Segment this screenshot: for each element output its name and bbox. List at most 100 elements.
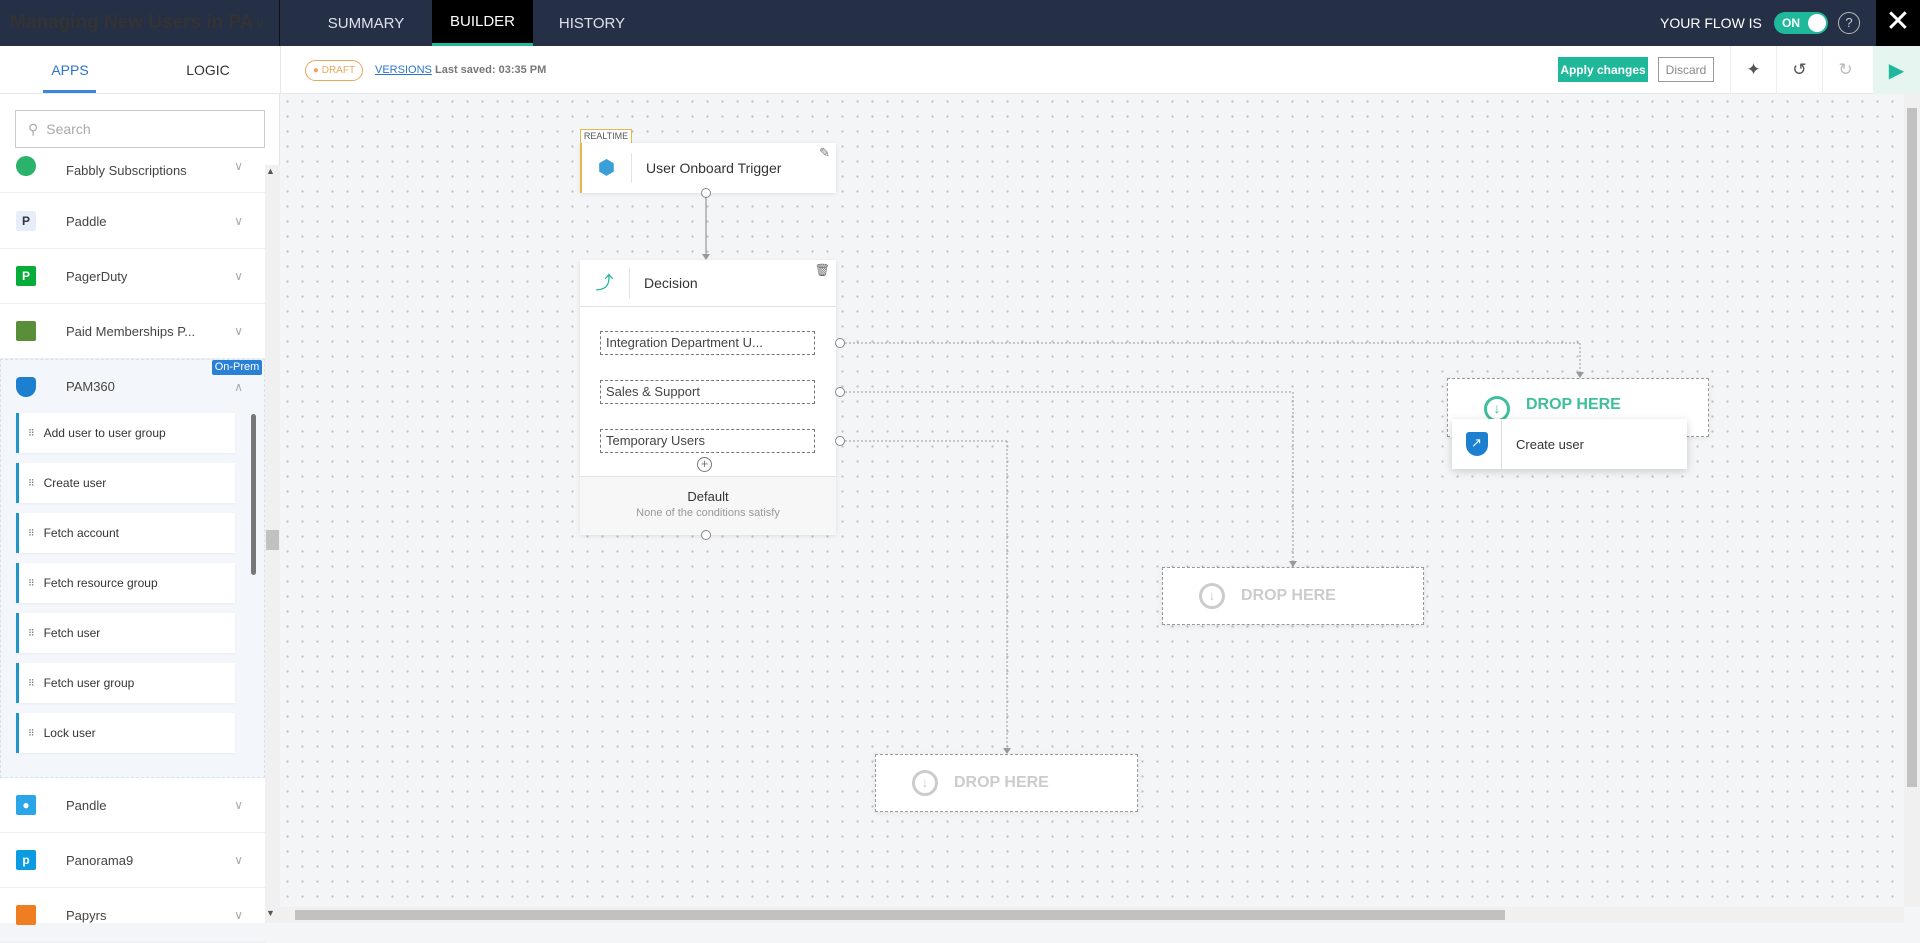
action-label: Fetch user group: [43, 676, 135, 690]
scroll-down-icon[interactable]: ▼: [266, 908, 275, 918]
dragged-action-card[interactable]: ↗ Create user: [1452, 419, 1687, 469]
default-branch: Default None of the conditions satisfy: [580, 476, 836, 535]
redo-icon[interactable]: ↻: [1822, 46, 1868, 94]
drag-handle-icon[interactable]: ⠿: [28, 527, 35, 538]
default-port[interactable]: [701, 530, 711, 540]
drag-handle-icon[interactable]: ⠿: [28, 727, 35, 738]
realtime-tag: REALTIME: [580, 129, 632, 143]
tab-summary[interactable]: SUMMARY: [327, 14, 405, 32]
delete-icon[interactable]: 🗑: [814, 263, 830, 277]
edit-icon[interactable]: ✎: [819, 145, 830, 160]
condition-item[interactable]: Integration Department U...: [600, 331, 815, 355]
dragged-action-label: Create user: [1516, 436, 1584, 452]
condition-item[interactable]: Sales & Support: [600, 380, 815, 404]
horizontal-scrollbar-thumb[interactable]: [295, 910, 1505, 920]
action-item[interactable]: ⠿ Fetch user: [16, 613, 235, 653]
flow-toggle[interactable]: ON: [1774, 12, 1828, 34]
chevron-down-icon: ∨: [234, 853, 243, 867]
tab-logic[interactable]: LOGIC: [186, 62, 230, 78]
flow-status-label: YOUR FLOW IS: [1660, 15, 1762, 31]
scroll-up-icon[interactable]: ▲: [266, 166, 275, 176]
app-item-pam360[interactable]: PAM360∧: [0, 359, 265, 414]
app-item[interactable]: Paid Memberships P...∨: [0, 304, 265, 359]
inner-scrollbar-thumb[interactable]: [251, 414, 256, 575]
action-item[interactable]: ⠿ Fetch resource group: [16, 563, 235, 603]
chevron-down-icon: ∨: [234, 798, 243, 812]
drag-handle-icon[interactable]: ⠿: [28, 627, 35, 638]
trigger-app-icon: ⬢: [582, 153, 632, 183]
decision-icon: ⤴: [580, 268, 630, 298]
decision-title: Decision: [644, 275, 698, 291]
action-label: Fetch user: [43, 626, 101, 640]
apply-changes-button[interactable]: Apply changes: [1558, 57, 1648, 82]
trigger-output-port[interactable]: [701, 188, 711, 198]
undo-icon[interactable]: ↺: [1776, 46, 1822, 94]
action-item[interactable]: ⠿ Create user: [16, 463, 235, 503]
play-icon[interactable]: ▶: [1873, 46, 1920, 94]
drag-handle-icon[interactable]: ⠿: [28, 477, 35, 488]
condition-item[interactable]: Temporary Users: [600, 429, 815, 453]
tab-apps[interactable]: APPS: [51, 62, 89, 78]
paid-memberships-icon: [16, 321, 36, 341]
tab-builder[interactable]: BUILDER: [432, 0, 533, 46]
chevron-down-icon: ∨: [234, 269, 243, 283]
download-icon: ↓: [912, 770, 938, 796]
flow-title: Managing New Users in PAM360: [10, 12, 255, 33]
app-item[interactable]: ●Pandle∨: [0, 778, 265, 833]
download-icon: ↓: [1199, 583, 1225, 609]
action-label: Add user to user group: [43, 426, 166, 440]
sidebar-scrollbar-thumb[interactable]: [266, 530, 279, 550]
search-input[interactable]: ⚲Search: [15, 110, 265, 148]
trigger-title: User Onboard Trigger: [646, 160, 782, 176]
action-item[interactable]: ⠿ Lock user: [16, 713, 235, 753]
drop-zone[interactable]: ↓DROP HERE: [1162, 567, 1424, 625]
action-label: Lock user: [43, 726, 96, 740]
condition-port[interactable]: [835, 338, 845, 348]
paddle-icon: P: [16, 211, 36, 231]
chevron-down-icon: ∨: [255, 14, 266, 31]
drag-handle-icon[interactable]: ⠿: [28, 427, 35, 438]
toggle-label: ON: [1782, 16, 1800, 30]
condition-port[interactable]: [835, 387, 845, 397]
drop-zone[interactable]: ↓DROP HERE: [875, 754, 1138, 812]
action-label: Fetch account: [43, 526, 119, 540]
flow-title-dropdown[interactable]: Managing New Users in PAM360∨: [0, 0, 280, 46]
vertical-scrollbar-thumb[interactable]: [1907, 108, 1917, 787]
action-item[interactable]: ⠿ Add user to user group: [16, 413, 235, 453]
active-tab-underline: [43, 90, 96, 93]
action-label: Create user: [43, 476, 107, 490]
trigger-card[interactable]: ⬢ User Onboard Trigger ✎: [580, 143, 836, 193]
help-icon[interactable]: ?: [1838, 12, 1860, 34]
on-prem-badge: On-Prem: [212, 360, 262, 375]
pam360-icon: ↗: [1452, 419, 1502, 469]
decision-header: ⤴ Decision 🗑: [580, 260, 836, 307]
chevron-up-icon: ∧: [234, 379, 243, 394]
action-label: Fetch resource group: [43, 576, 158, 590]
condition-port[interactable]: [835, 436, 845, 446]
add-condition-icon[interactable]: +: [697, 457, 712, 472]
search-icon: ⚲: [28, 120, 39, 137]
pandle-icon: ●: [16, 795, 36, 815]
action-item[interactable]: ⠿ Fetch user group: [16, 663, 235, 703]
action-item[interactable]: ⠿ Fetch account: [16, 513, 235, 553]
top-header: [0, 0, 1920, 46]
chevron-down-icon: ∨: [234, 214, 243, 228]
panorama9-icon: p: [16, 850, 36, 870]
pagerduty-icon: P: [16, 266, 36, 286]
draft-badge: ● DRAFT: [305, 60, 363, 81]
close-icon[interactable]: ✕: [1876, 0, 1920, 46]
chevron-down-icon: ∨: [234, 324, 243, 338]
discard-button[interactable]: Discard: [1658, 57, 1714, 82]
magic-wand-icon[interactable]: ✦: [1730, 46, 1776, 94]
pam360-icon: [16, 376, 36, 397]
default-subtitle: None of the conditions satisfy: [636, 507, 780, 519]
chevron-down-icon: ∨: [234, 908, 243, 922]
drag-handle-icon[interactable]: ⠿: [28, 677, 35, 688]
drag-handle-icon[interactable]: ⠿: [28, 577, 35, 588]
tab-history[interactable]: HISTORY: [558, 14, 626, 32]
versions-link[interactable]: VERSIONS: [375, 64, 432, 76]
app-item[interactable]: Fabbly Subscriptions∨: [0, 139, 265, 193]
